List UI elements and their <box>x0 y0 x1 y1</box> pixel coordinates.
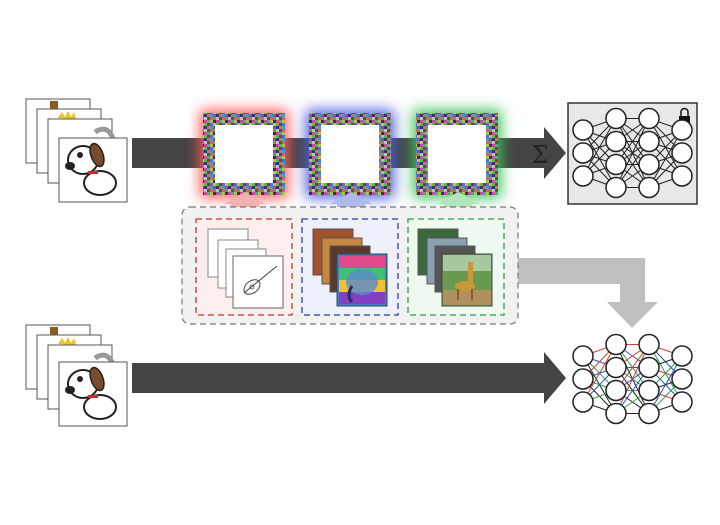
gray-arrow-vertical <box>620 258 645 302</box>
locked-network <box>567 102 698 205</box>
network-node <box>638 153 660 176</box>
crown-doodle <box>58 111 76 119</box>
guitar-doodle <box>50 327 58 335</box>
frame-center <box>321 125 379 183</box>
lock-shackle <box>680 107 689 116</box>
giraffe-body <box>455 281 475 291</box>
sum-symbol: Σ <box>532 141 549 169</box>
bottom-input-stack <box>25 324 128 427</box>
dog-eye <box>77 152 83 158</box>
guitar-hole <box>249 284 255 290</box>
task-box-sketch <box>195 218 293 316</box>
network-node <box>572 142 594 164</box>
task-box-photo <box>407 218 505 316</box>
network-edge <box>648 129 683 188</box>
bottom-flow-arrow <box>132 352 566 404</box>
dog-eye <box>77 376 83 382</box>
paint-stroke <box>339 256 385 268</box>
dog-cartoon <box>65 142 117 196</box>
network-node <box>605 379 627 402</box>
dog-nose <box>65 162 75 170</box>
network-node <box>572 391 594 413</box>
network-top-graph <box>572 107 693 199</box>
dog-ear <box>89 366 105 392</box>
cat-doodle <box>93 126 116 140</box>
network-node <box>572 368 594 390</box>
elephant-trunk <box>347 285 354 304</box>
network-node <box>671 368 693 390</box>
network-node <box>605 333 627 356</box>
crown-doodle <box>58 337 76 345</box>
network-node <box>572 345 594 367</box>
top-input-stack <box>25 98 128 203</box>
network-node <box>671 119 693 141</box>
network-node <box>638 379 660 402</box>
dog-nose <box>65 386 75 394</box>
network-node <box>638 356 660 379</box>
reprogram-frame-3 <box>416 113 498 195</box>
reprogram-frame-2 <box>309 113 391 195</box>
network-node <box>638 333 660 356</box>
task-box-painting <box>301 218 399 316</box>
network-edge <box>582 118 617 177</box>
network-node <box>638 402 660 425</box>
network-edge <box>648 355 683 414</box>
elephant-painting <box>339 256 385 304</box>
network-edge <box>615 344 650 414</box>
giraffe-neck <box>468 262 473 284</box>
dog-body <box>83 394 117 420</box>
top-flow-arrow-head <box>544 127 566 179</box>
giraffe-photo <box>443 255 491 305</box>
dog-cartoon <box>65 366 117 420</box>
gray-transfer-arrow <box>515 258 658 328</box>
dog-collar <box>88 171 98 174</box>
network-bottom-graph <box>572 333 693 425</box>
network-node <box>671 165 693 187</box>
photo-ground <box>443 290 491 305</box>
network-node <box>605 402 627 425</box>
elephant-shape <box>346 269 378 295</box>
network-node <box>605 130 627 153</box>
network-node <box>605 176 627 199</box>
network-edge <box>615 118 650 188</box>
guitar-body <box>243 279 261 295</box>
dog-ear <box>89 142 105 168</box>
network-node <box>671 142 693 164</box>
gray-arrow-head <box>607 302 658 328</box>
bottom-flow-arrow-shaft <box>132 363 544 393</box>
network-node <box>572 165 594 187</box>
guitar-doodle <box>50 101 58 109</box>
network-node <box>605 356 627 379</box>
network-node <box>605 107 627 130</box>
dog-collar <box>88 395 98 398</box>
photo-sky <box>443 255 491 271</box>
network-node <box>572 119 594 141</box>
guitar-neck <box>243 265 278 294</box>
dog-body <box>83 170 117 196</box>
network-node <box>671 391 693 413</box>
network-node <box>638 176 660 199</box>
frame-center <box>428 125 486 183</box>
network-edge <box>582 344 617 403</box>
network-node <box>638 107 660 130</box>
frame-center <box>215 125 273 183</box>
reprogram-frame-1 <box>203 113 285 195</box>
network-node <box>638 130 660 153</box>
guitar-sketch <box>243 265 278 295</box>
network-node <box>671 345 693 367</box>
network-node <box>605 153 627 176</box>
bottom-flow-arrow-head <box>544 352 566 404</box>
